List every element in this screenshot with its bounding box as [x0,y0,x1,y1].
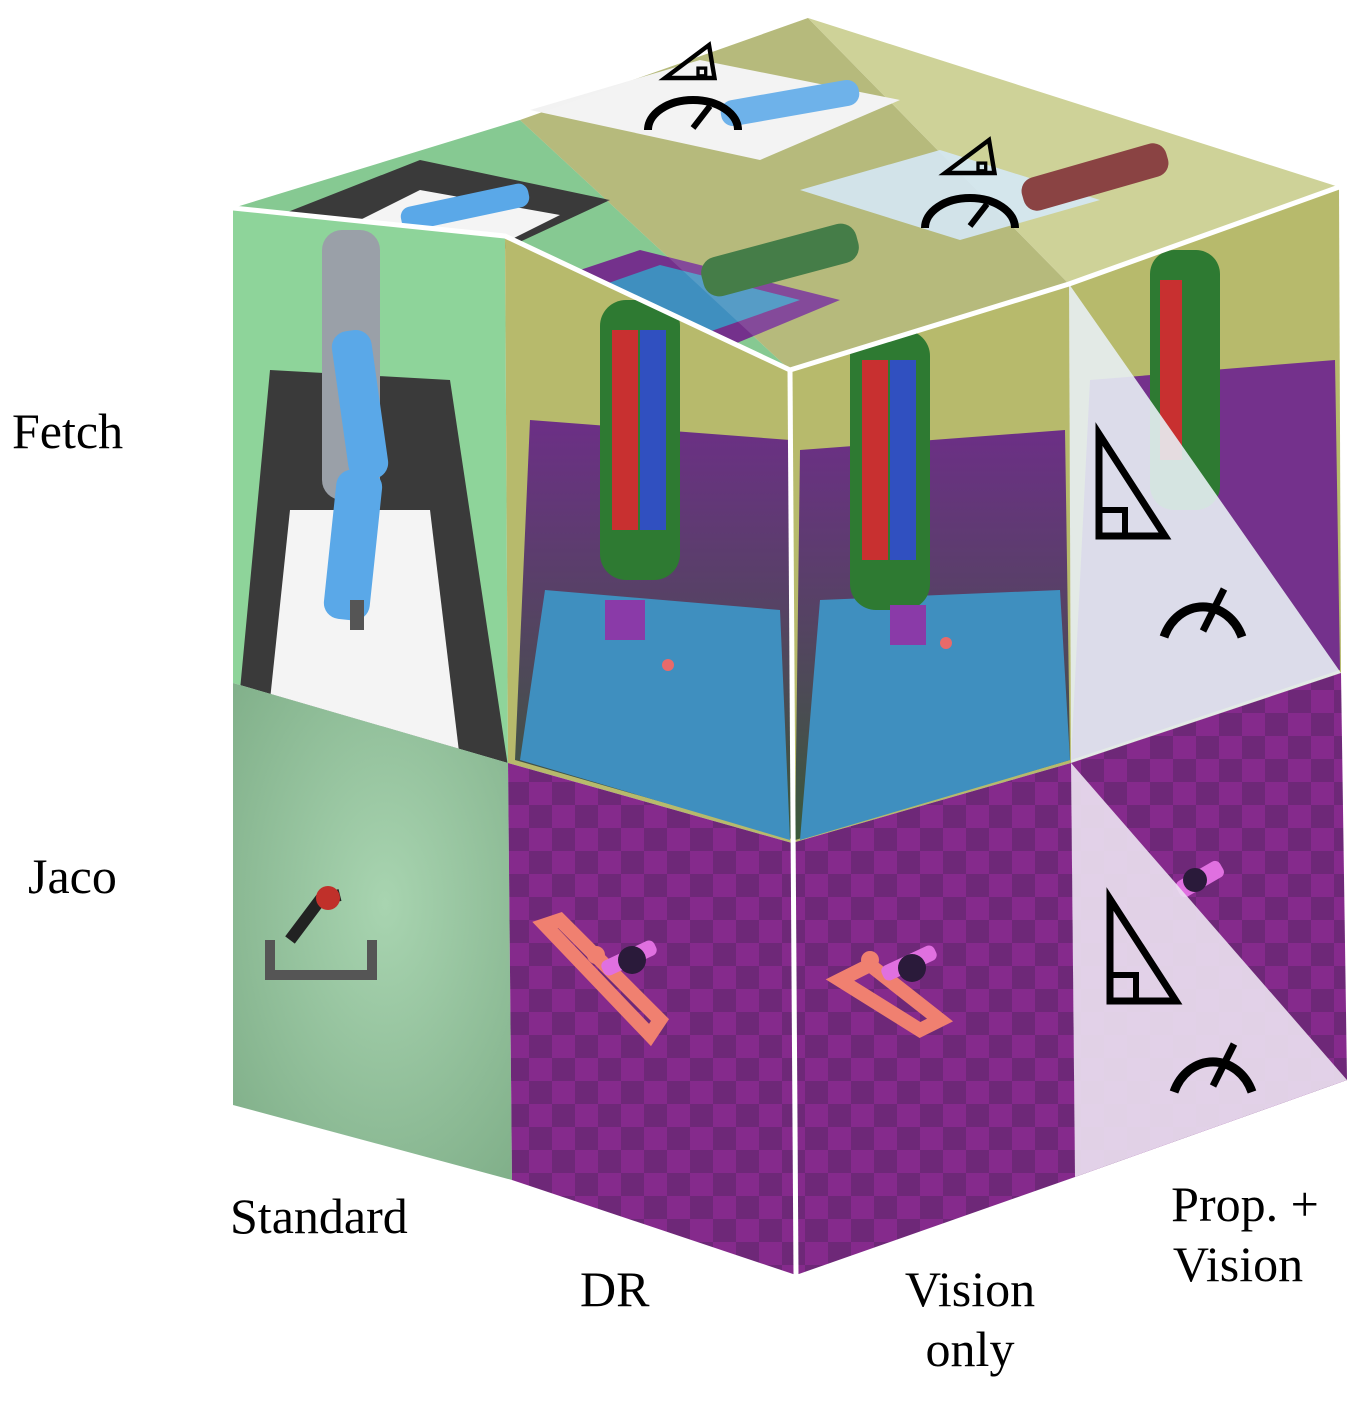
tile-fetch-prop-vision [1069,187,1341,763]
ruler-triangle-icon [938,136,998,176]
column-label-prop-vision-line2: Vision [1173,1236,1303,1292]
tile-jaco-dr [508,763,796,1275]
tile-fetch-dr [505,236,792,843]
tile-jaco-vision-only [792,763,1075,1275]
row-label-jaco: Jaco [28,848,117,904]
column-label-vision-only-line1: Vision [905,1261,1035,1317]
column-label-vision-only-line2: only [926,1321,1015,1377]
tile-fetch-vision-only [790,284,1071,843]
ruler-triangle-icon [1106,887,1183,1005]
ruler-triangle-icon [1095,422,1172,540]
speedometer-icon [644,96,742,131]
column-label-standard: Standard [230,1188,408,1244]
speedometer-icon [921,194,1019,229]
column-label-prop-vision-line1: Prop. + [1171,1176,1319,1232]
tile-jaco-standard [233,683,512,1180]
speedometer-icon [1159,587,1247,639]
cube-edges [232,184,1340,1276]
tile-fetch-standard [233,208,508,763]
column-label-dr: DR [580,1261,650,1317]
row-label-fetch: Fetch [12,403,123,459]
speedometer-icon [1169,1042,1257,1094]
tile-jaco-prop-vision [1071,673,1347,1177]
ruler-triangle-icon [658,41,718,81]
